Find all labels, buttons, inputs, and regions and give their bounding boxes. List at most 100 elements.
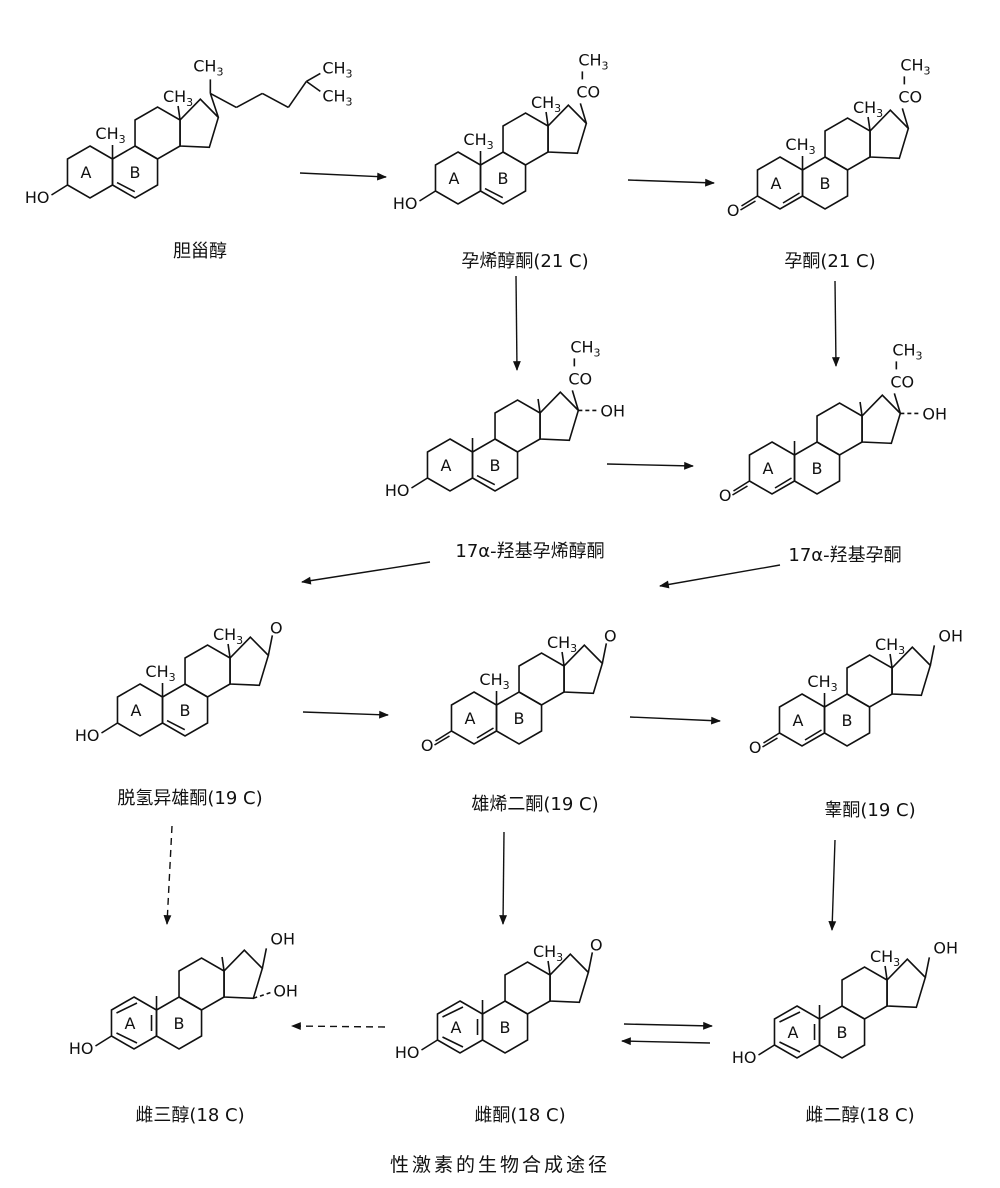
arrow-17oh-preg-to-dhea <box>301 561 431 585</box>
androstenedione-ring-label-a: A <box>465 709 476 728</box>
progesterone-c10-methyl: CH3 <box>785 135 815 157</box>
oh-progesterone-c3-bond <box>733 480 750 492</box>
dhea-ring-label-b: B <box>180 701 191 720</box>
cholesterol-side-4 <box>261 92 289 109</box>
estriol-17-oh-bond <box>261 948 268 969</box>
cholesterol-ringC <box>134 106 181 160</box>
pregnenolone-acetyl-bond <box>579 103 588 124</box>
androstenedione-ringC <box>518 652 565 706</box>
arrow-estrone-to-estradiol <box>623 1021 713 1030</box>
pregnenolone-ring-label-a: A <box>449 169 460 188</box>
oh-pregnenolone-c3-bond <box>411 477 428 489</box>
testosterone-ringD <box>891 646 932 697</box>
progesterone-c3-bond <box>741 195 758 207</box>
arrow-estradiol-to-estrone <box>621 1037 711 1046</box>
dhea-double-bond <box>166 719 186 731</box>
androstenedione-ringD <box>563 644 604 695</box>
pregnenolone-c10-methyl: CH3 <box>463 130 493 152</box>
arrow-androstenedione-to-testosterone <box>629 716 721 725</box>
dhea-ringD <box>229 636 270 687</box>
oh-pregnenolone-ringD <box>539 391 580 442</box>
testosterone-c10-methyl: CH3 <box>807 672 837 694</box>
arrow-testosterone-to-estradiol <box>828 839 837 931</box>
dhea-c10-methyl: CH3 <box>145 662 175 684</box>
progesterone-c13-bond <box>867 116 871 132</box>
oh-progesterone-acetyl-co: CO <box>890 372 914 391</box>
estradiol-ringD <box>886 958 927 1009</box>
cholesterol-double-bond <box>116 181 136 193</box>
dhea-17-oxo: O <box>270 618 283 637</box>
pregnenolone-c13-bond <box>545 111 549 127</box>
oh-pregnenolone-acetyl-methyl: CH3 <box>570 337 600 359</box>
label-17oh-progesterone: 17α-羟基孕酮 <box>788 545 902 566</box>
estradiol-c13-methyl: CH3 <box>870 947 900 969</box>
estradiol-c3-ho: HO <box>732 1048 757 1067</box>
estrone-ringD <box>549 953 590 1004</box>
cholesterol-side-3 <box>235 92 263 109</box>
pregnenolone-c3-ho: HO <box>393 194 418 213</box>
arrow-cholesterol-to-pregnenolone <box>299 172 387 181</box>
cholesterol-side-6a <box>305 72 321 83</box>
estrone-c13-methyl: CH3 <box>533 942 563 964</box>
pregnenolone-double-bond <box>484 187 504 199</box>
androstenedione-c13-methyl: CH3 <box>547 633 577 655</box>
testosterone-c3-bond <box>763 732 780 744</box>
label-cholesterol: 胆甾醇 <box>173 241 227 262</box>
arrow-dhea-to-estriol <box>163 825 173 925</box>
cholesterol-ring-label-a: A <box>81 163 92 182</box>
cholesterol-side-2 <box>209 92 237 109</box>
estrone-ring-label-a: A <box>451 1018 462 1037</box>
oh-pregnenolone-double-bond <box>476 474 496 486</box>
estriol-ringD <box>223 949 264 1000</box>
testosterone-ring-label-a: A <box>793 711 804 730</box>
androstenedione-c13-bond <box>561 651 565 667</box>
estriol-arom-bond-2 <box>116 1032 138 1044</box>
label-progesterone: 孕酮(21 C) <box>784 251 876 272</box>
estrone-c3-bond <box>421 1039 438 1051</box>
cholesterol-c27-methyl: CH3 <box>322 86 352 108</box>
pregnenolone-acetyl-co: CO <box>576 82 600 101</box>
oh-pregnenolone-c13-bond <box>537 398 541 414</box>
progesterone-ringD <box>869 109 910 160</box>
androstenedione-ring-label-b: B <box>514 709 525 728</box>
oh-pregnenolone-ringC <box>494 399 541 453</box>
estrone-c13-bond <box>547 960 551 976</box>
androstenedione-enone-bond <box>476 727 494 739</box>
oh-progesterone-c13-bond <box>859 401 863 417</box>
estradiol-ring-label-b: B <box>837 1023 848 1042</box>
progesterone-enone-bond <box>782 192 800 204</box>
estriol-c3-bond <box>95 1035 112 1047</box>
arrow-pregnenolone-to-17oh <box>512 275 521 371</box>
cholesterol-side-1 <box>209 93 220 118</box>
estriol-c13-bond <box>221 956 225 972</box>
oh-progesterone-17-oh: OH <box>922 404 947 423</box>
cholesterol-side-5 <box>287 80 308 108</box>
arrow-estrone-to-estriol <box>291 1022 386 1031</box>
arrow-dhea-to-androstenedione <box>302 710 389 719</box>
dhea-c3-bond <box>101 722 118 734</box>
arrow-progesterone-to-17oh <box>831 280 840 367</box>
cholesterol-c13-methyl: CH3 <box>163 87 193 109</box>
label-androstenedione: 雄烯二酮(19 C) <box>471 794 599 815</box>
cholesterol-ringD <box>179 98 220 149</box>
progesterone-acetyl-bond <box>901 108 910 129</box>
oh-progesterone-enone-bond <box>774 477 792 489</box>
oh-progesterone-acetyl-bond <box>893 393 902 414</box>
progesterone-ring-label-a: A <box>771 174 782 193</box>
estrone-ringC <box>504 961 551 1015</box>
oh-pregnenolone-c3-ho: HO <box>385 481 410 500</box>
oh-pregnenolone-acetyl-co: CO <box>568 369 592 388</box>
progesterone-c3-bond2 <box>740 200 756 211</box>
androstenedione-c3-oxo: O <box>421 736 434 755</box>
label-estrone: 雌酮(18 C) <box>474 1105 566 1126</box>
arrow-androstenedione-to-estrone <box>499 831 508 925</box>
pregnenolone-ringD <box>547 104 588 155</box>
progesterone-ringC <box>824 117 871 171</box>
androstenedione-c3-bond <box>435 730 452 742</box>
label-17oh-pregnenolone: 17α-羟基孕烯醇酮 <box>455 541 605 562</box>
label-dhea: 脱氢异雄酮(19 C) <box>117 788 263 809</box>
label-estriol: 雌三醇(18 C) <box>135 1105 245 1126</box>
estradiol-arom-bond-1 <box>779 1011 801 1023</box>
dhea-c13-methyl: CH3 <box>213 625 243 647</box>
arrow-pregnenolone-to-progesterone <box>627 178 715 187</box>
